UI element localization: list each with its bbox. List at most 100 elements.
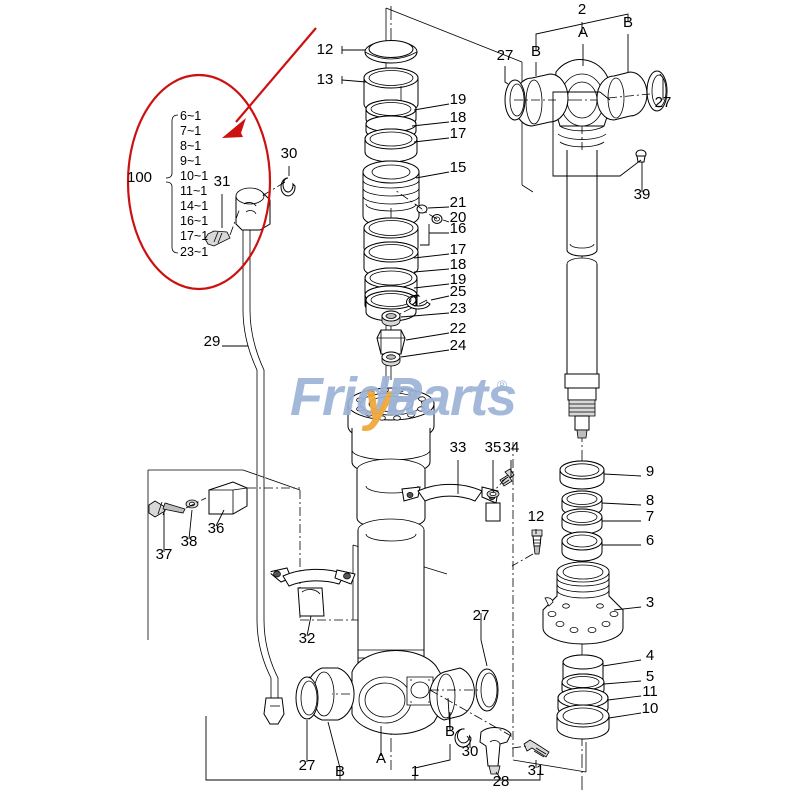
part-callout-13: 13	[317, 71, 334, 88]
part-37-bolt	[148, 500, 186, 518]
part-callout-24: 24	[450, 337, 467, 354]
part-callout-A: A	[376, 750, 386, 767]
kit-item-2: 8~1	[180, 139, 201, 153]
kit-item-5: 11~1	[180, 184, 207, 198]
part-15-piston	[362, 160, 420, 228]
part-callout-B: B	[531, 43, 541, 60]
part-31-bolt-bottom	[523, 739, 550, 758]
part-callout-2: 2	[578, 1, 586, 18]
part-callout-27: 27	[473, 607, 490, 624]
part-27-ring-top-right	[646, 70, 668, 112]
cylinder-rod-eye	[351, 650, 443, 735]
kit-item-1: 7~1	[180, 124, 201, 138]
part-33-clamp	[401, 483, 501, 522]
part-callout-22: 22	[450, 320, 467, 337]
part-23-washer	[381, 310, 401, 327]
part-22-nut	[376, 329, 406, 355]
part-callout-B: B	[335, 763, 345, 780]
part-callout-23: 23	[450, 300, 467, 317]
part-24-washer	[381, 351, 401, 367]
part-27-ring-bottom-left	[295, 676, 319, 720]
part-callout-32: 32	[299, 630, 316, 647]
part-callout-37: 37	[156, 546, 173, 563]
part-callout-29: 29	[204, 333, 221, 350]
watermark-swoosh: y	[361, 372, 397, 432]
part-3-cylinder-head	[542, 561, 624, 645]
part-callout-4: 4	[646, 647, 654, 664]
kit-item-9: 23~1	[180, 245, 208, 259]
part-callout-3: 3	[646, 594, 654, 611]
part-callout-31: 31	[214, 173, 231, 190]
part-callout-B: B	[445, 723, 455, 740]
part-callout-30: 30	[281, 145, 298, 162]
part-callout-27: 27	[655, 94, 672, 111]
part-32-clamp-bracket	[267, 567, 356, 617]
part-callout-36: 36	[208, 520, 225, 537]
part-callout-21: 21	[450, 194, 467, 211]
cylinder-barrel-main	[357, 518, 425, 669]
part-callout-16: 16	[450, 220, 467, 237]
leader-lines	[163, 13, 664, 781]
kit-item-0: 6~1	[180, 109, 201, 123]
part-callout-35: 35	[485, 439, 502, 456]
part-28-fitting	[479, 727, 512, 775]
cylinder-rod-lower	[564, 257, 600, 439]
part-callout-5: 5	[646, 668, 654, 685]
kit-item-7: 16~1	[180, 214, 208, 228]
part-callout-30: 30	[462, 743, 479, 760]
part-34-bolt	[499, 468, 515, 487]
part-35-washer	[486, 490, 500, 498]
part-callout-17: 17	[450, 125, 467, 142]
part-callout-19: 19	[450, 271, 467, 288]
part-B-bushing-top-right	[596, 71, 648, 121]
part-callout-18: 18	[450, 109, 467, 126]
part-callout-A: A	[578, 24, 588, 41]
kit-list: 100 6~1 7~1 8~1 9~1 10~1 11~1 14~1 16~1 …	[127, 109, 208, 259]
part-6-seal	[561, 531, 603, 562]
part-callout-25: 25	[450, 283, 467, 300]
part-12-grease-nipple	[531, 529, 543, 555]
watermark-text-2: Parts	[386, 367, 516, 427]
part-36-block	[208, 481, 248, 515]
part-callout-10: 10	[642, 700, 659, 717]
part-A-ball-housing	[546, 59, 618, 148]
part-fitting-block-top	[235, 187, 271, 231]
part-10-ring	[556, 704, 610, 740]
part-callout-19: 19	[450, 91, 467, 108]
part-callout-1: 1	[411, 763, 419, 780]
part-callout-28: 28	[493, 773, 510, 790]
part-39-plug	[635, 149, 647, 163]
kit-item-4: 10~1	[180, 169, 208, 183]
part-callout-B: B	[623, 14, 633, 31]
part-31-bolt-top	[204, 230, 231, 247]
callout-labels: 121319181715212016171819252322242BBA2727…	[156, 1, 672, 790]
part-callout-18: 18	[450, 256, 467, 273]
kit-callout-annotation	[126, 27, 317, 291]
watermark-registered: ®	[497, 377, 508, 393]
kit-item-8: 17~1	[180, 229, 208, 243]
part-callout-6: 6	[646, 532, 654, 549]
cylinder-barrel-upper	[356, 458, 426, 530]
part-callout-7: 7	[646, 508, 654, 525]
part-callout-12: 12	[528, 508, 545, 525]
part-27-ring-bottom-right	[475, 668, 499, 712]
part-17-top-ring	[364, 128, 418, 163]
part-38-washer	[185, 499, 199, 509]
part-callout-34: 34	[503, 439, 520, 456]
part-callout-33: 33	[450, 439, 467, 456]
part-B-bushing-right	[429, 667, 475, 721]
part-25-snap-ring	[406, 294, 431, 310]
kit-item-3: 9~1	[180, 154, 201, 168]
part-callout-11: 11	[642, 683, 658, 700]
part-callout-20: 20	[450, 209, 467, 226]
cylinder-rod-upper	[566, 150, 598, 257]
part-callout-27: 27	[497, 47, 514, 64]
part-callout-17: 17	[450, 241, 467, 258]
part-callout-31: 31	[528, 762, 545, 779]
watermark-text-1: Frida	[290, 367, 417, 427]
part-30-snap-ring-top	[280, 177, 296, 197]
kit-item-6: 14~1	[180, 199, 208, 213]
part-callout-12: 12	[317, 41, 334, 58]
